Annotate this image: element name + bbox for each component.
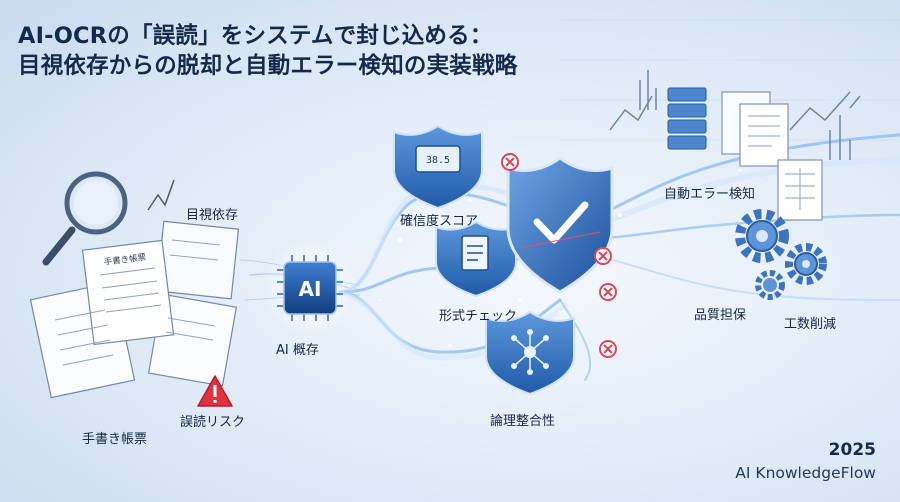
error-trace-line	[519, 231, 601, 249]
score-text: 38.5	[426, 155, 450, 166]
label-visual-dependency: 目視依存	[186, 208, 239, 223]
scribble-icon	[147, 179, 175, 211]
report-documents-icon	[721, 91, 823, 221]
label-effort-reduction: 工数削減	[784, 317, 837, 332]
label-auto-error-detection: 自動エラー検知	[664, 187, 756, 202]
label-quality-assurance: 品質担保	[694, 308, 747, 323]
gear-icon	[735, 209, 827, 300]
magnifier-icon	[42, 171, 128, 266]
label-confidence-score: 確信度スコア	[400, 214, 479, 229]
label-format-check: 形式チェック	[439, 309, 518, 324]
footer-brand: AI KnowledgeFlow	[735, 464, 876, 482]
handwritten-form-stack	[29, 220, 240, 399]
label-misread-risk: 誤読リスク	[180, 415, 246, 430]
shield-score-icon	[393, 124, 483, 210]
title-line-2: 目視依存からの脱却と自動エラー検知の実装戦略	[18, 53, 518, 79]
label-logical-consistency: 論理整合性	[490, 414, 556, 429]
checkmark-shield-icon	[506, 156, 614, 294]
form-title-text: 手書き帳票	[103, 252, 147, 268]
title-line-1: AI-OCRの「誤読」をシステムで封じ込める：	[18, 23, 493, 49]
label-handwritten-forms: 手書き帳票	[82, 432, 148, 447]
light-particles	[378, 168, 742, 347]
chip-text: AI	[299, 277, 322, 301]
server-stack-icon	[667, 87, 707, 150]
warning-icon	[197, 375, 233, 407]
document-icon	[435, 220, 517, 298]
label-ai-dependency: AI 概存	[276, 343, 319, 358]
chart-icon	[609, 70, 861, 160]
error-x-icon	[501, 153, 617, 358]
footer-year: 2025	[828, 440, 876, 460]
ai-chip-icon	[262, 240, 358, 336]
network-shield-icon	[485, 310, 575, 396]
